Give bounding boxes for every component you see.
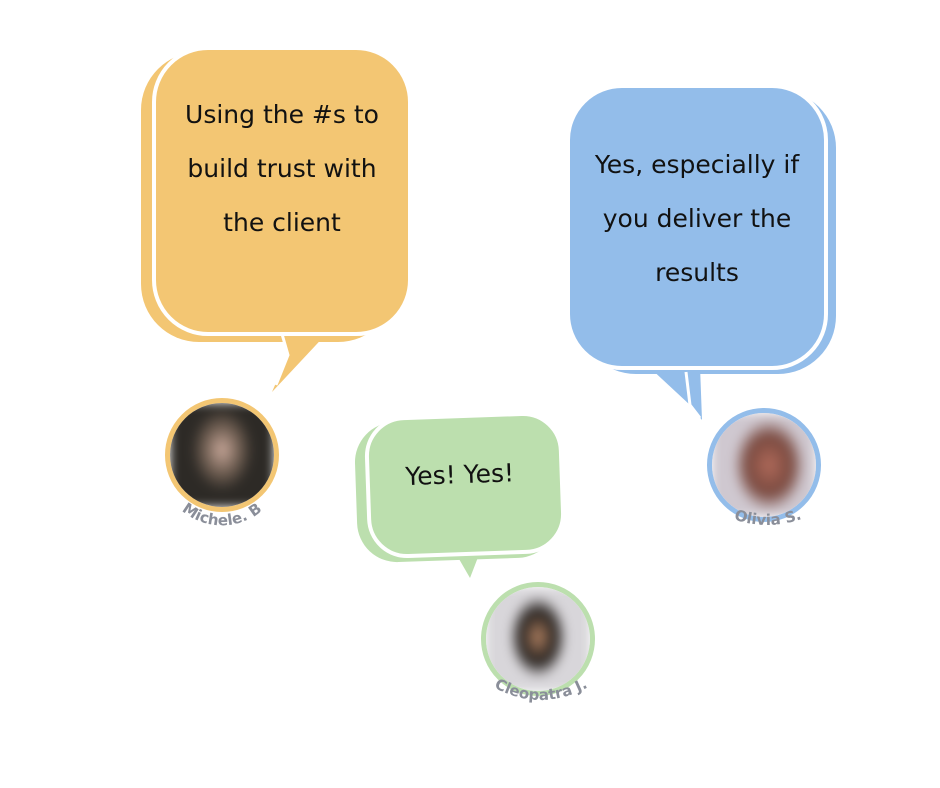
yellow-speech-bubble: Using the #s to build trust with the cli… xyxy=(152,46,412,336)
bubble-text: Yes, especially if you deliver the resul… xyxy=(594,150,800,287)
yellow-bubble-tail xyxy=(272,330,330,392)
author-name-cleopatra: Cleopatra J. xyxy=(492,675,590,704)
avatar-cleopatra xyxy=(481,582,595,696)
bubble-text: Using the #s to build trust with the cli… xyxy=(185,100,379,237)
avatar-olivia xyxy=(707,408,821,522)
avatar-michele xyxy=(165,398,279,512)
author-name-michele: Michele. B xyxy=(179,499,265,529)
svg-text:Michele. B: Michele. B xyxy=(179,499,265,529)
green-bubble-tail xyxy=(455,552,480,578)
green-speech-bubble: Yes! Yes! xyxy=(363,410,567,560)
blue-bubble-tail xyxy=(648,366,702,420)
svg-text:Olivia S.: Olivia S. xyxy=(732,506,803,530)
bubble-text: Yes! Yes! xyxy=(404,458,515,492)
svg-text:Cleopatra J.: Cleopatra J. xyxy=(492,675,590,704)
author-name-olivia: Olivia S. xyxy=(732,506,803,530)
blue-speech-bubble: Yes, especially if you deliver the resul… xyxy=(566,84,828,370)
